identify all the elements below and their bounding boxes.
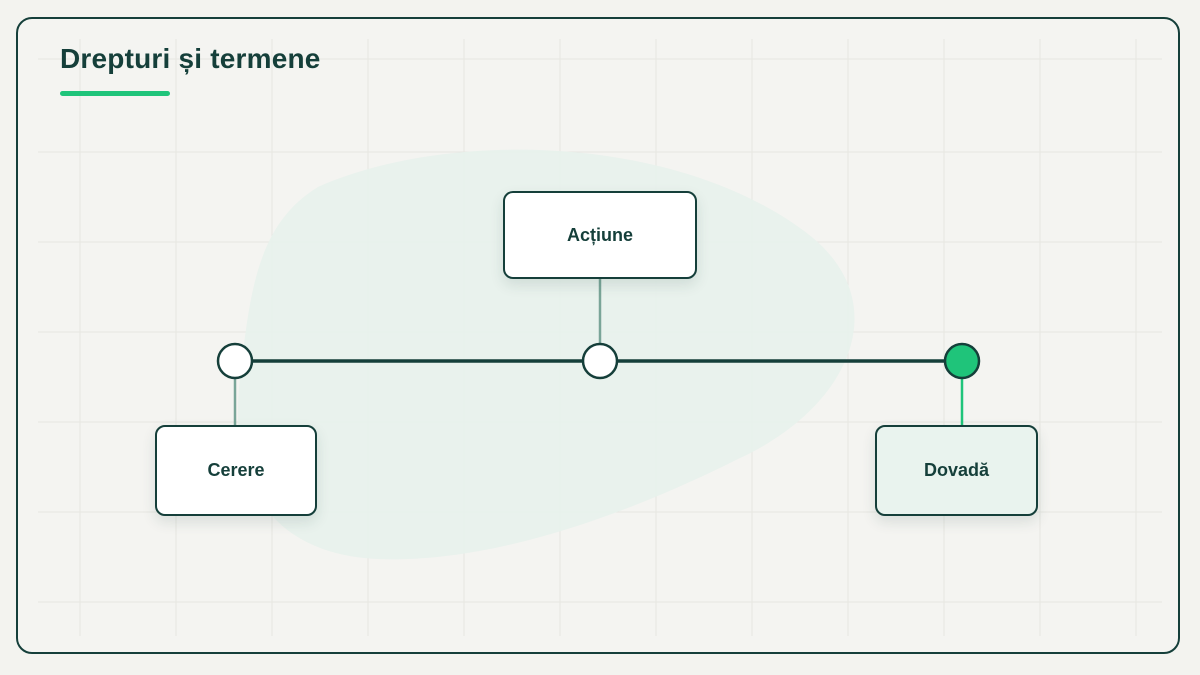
timeline-node-cerere (216, 342, 254, 380)
timeline-node-actiune (581, 342, 619, 380)
stage-label-cerere: Cerere (207, 460, 265, 480)
title-underline (60, 91, 170, 96)
stage-label-actiune: Acțiune (566, 224, 633, 245)
stage-label-dovada: Dovadă (923, 460, 990, 480)
page-title: Drepturi și termene (60, 43, 321, 74)
timeline-node-dovada (943, 342, 981, 380)
background-blob (237, 149, 855, 560)
stage-box-cerere: Cerere (155, 425, 317, 516)
stage-box-dovada: Dovadă (875, 425, 1038, 516)
diagram-frame: Drepturi și termene Acțiune Cerere Dovad… (16, 17, 1180, 654)
stage-box-actiune: Acțiune (503, 191, 697, 279)
timeline-diagram (216, 149, 981, 560)
